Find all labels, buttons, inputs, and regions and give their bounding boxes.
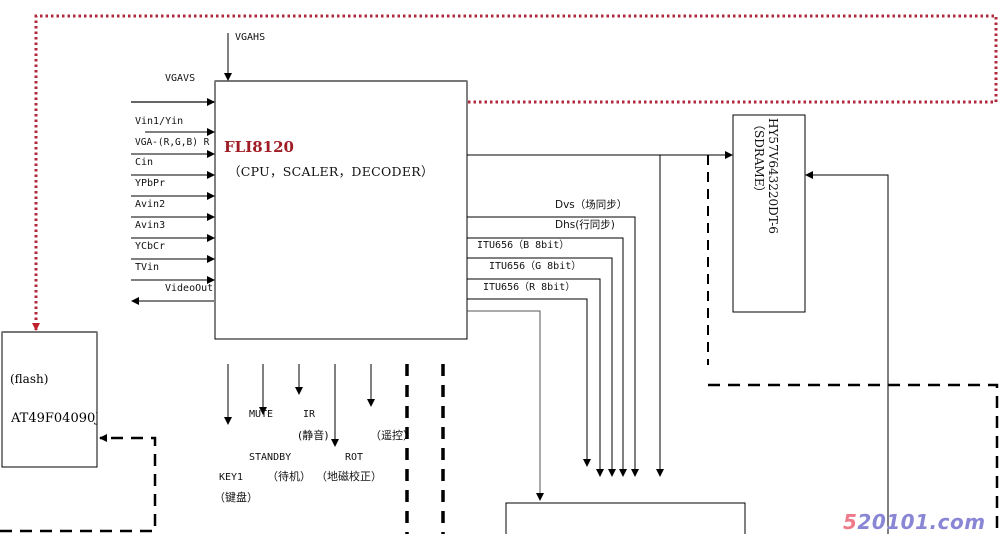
- label-avin3: Avin3: [135, 220, 166, 231]
- label-mute-cn: (静音): [298, 429, 329, 442]
- label-standby: STANDBY: [249, 452, 292, 463]
- label-cin: Cin: [135, 157, 154, 168]
- label-itu-g: ITU656（G 8bit）: [489, 261, 582, 272]
- label-vgavs: VGAVS: [165, 73, 196, 84]
- input-arrows: [131, 98, 215, 305]
- label-avin2: Avin2: [135, 199, 166, 210]
- watermark-part1: 5: [843, 510, 858, 534]
- dotted-link-main-to-flash: [32, 14, 998, 331]
- label-rot: ROT: [345, 452, 364, 463]
- label-vga-rgb: VGA-(R,G,B) R: [135, 137, 210, 148]
- main-chip-box: [214, 80, 468, 340]
- label-videoout: VideoOut: [165, 283, 214, 294]
- label-mute: MUTE: [249, 409, 274, 420]
- bottom-block: [505, 502, 746, 534]
- label-vgahs: VGAHS: [235, 32, 266, 43]
- label-ypbpr: YPbPr: [135, 178, 166, 189]
- sdram-label: HY57V643220DT-6 （SDRAME）: [752, 118, 780, 234]
- label-itu-b: ITU656（B 8bit）: [477, 240, 570, 251]
- dashed-connections: [0, 155, 999, 534]
- label-key1: KEY1: [219, 472, 244, 483]
- sdram-part: HY57V643220DT-6: [766, 118, 780, 234]
- label-ir-cn: （遥控）: [370, 429, 414, 442]
- label-ir: IR: [303, 409, 316, 420]
- output-bus-lines: [467, 216, 639, 501]
- watermark-part2: 20101.com: [857, 510, 986, 534]
- label-dvs: Dvs（场同步）: [555, 199, 628, 211]
- main-chip-subtitle: （CPU，SCALER，DECODER）: [228, 164, 434, 179]
- label-vin1: Vin1/Yin: [135, 116, 184, 127]
- label-rot-cn: （地磁校正）: [316, 470, 382, 483]
- main-chip-name: FLI8120: [224, 138, 294, 156]
- watermark-logo: 520101.com: [843, 510, 986, 534]
- label-itu-r: ITU656（R 8bit）: [483, 282, 576, 293]
- control-arrows: [224, 364, 375, 447]
- flash-type: (flash): [10, 372, 49, 386]
- flash-part: AT49F04090JC: [11, 411, 97, 426]
- sdram-box: [732, 114, 806, 313]
- label-ycbcr: YCbCr: [135, 241, 166, 252]
- label-tvin: TVin: [135, 262, 160, 273]
- sdram-type: （SDRAME）: [752, 118, 766, 199]
- label-key-cn: （键盘）: [214, 491, 258, 504]
- flash-box: [1, 331, 98, 468]
- label-dhs: Dhs(行同步): [555, 219, 615, 231]
- label-standby-cn: （待机）: [267, 470, 311, 483]
